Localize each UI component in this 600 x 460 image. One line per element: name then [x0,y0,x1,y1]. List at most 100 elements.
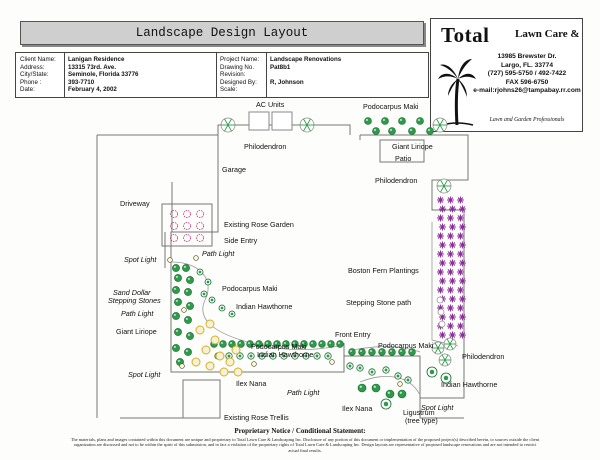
shrub-symbol [385,389,395,399]
fern-symbol [458,259,466,267]
fern-symbol [448,223,456,231]
label-stepping-stone-path: Stepping Stone path [346,298,412,307]
fern-symbol [448,241,456,249]
shrub-symbol [264,340,272,348]
rose-symbol [196,234,204,242]
divider [64,53,65,97]
designer: R, Johnson [270,78,304,86]
shrub-symbol [291,340,299,348]
shrub-symbol [426,127,434,135]
fern-symbol [446,214,454,222]
company-fax: FAX 596-6750 [505,78,549,86]
fern-symbol [456,232,464,240]
label-date: Date: [20,86,35,94]
project-labels: Project Name: Drawing No. Revision: Desi… [220,56,259,94]
notice-text: The materials, plans and images containe… [70,437,540,453]
rose-symbol [170,234,178,242]
shrub-symbol [408,348,416,356]
philodendron-symbol [436,178,452,194]
fern-symbol [456,304,464,312]
philodendron-symbol [431,341,445,355]
light-symbol [397,381,403,387]
drawing-number: Pat8b1 [270,63,291,71]
notice-title: Proprietary Notice / Conditional Stateme… [234,427,366,435]
house-outline [96,124,469,419]
label-existing-rose-trellis: Existing Rose Trellis [224,413,289,422]
shrub-symbol [381,117,389,125]
shrub-symbol [186,276,194,284]
label-ligustrum-2: (tree type) [405,416,438,425]
hawthorne-shrub-symbol [247,352,255,360]
label-giant-liriope-left: Giant Liriope [116,327,157,336]
label-designed-by: Designed By: [220,78,257,86]
client-address: 13315 73rd. Ave. [68,63,117,71]
company-tagline: Lawn and Garden Professionals [489,117,565,123]
label-philodendron-low: Philodendron [462,352,505,361]
label-client-name: Client Name: [20,56,56,63]
stepping-stone-symbol [195,325,205,335]
rose-group [170,210,204,242]
stepping-stone-symbol [219,367,229,377]
hawthorne-shrub-symbol [280,352,288,360]
shrub-symbol [186,302,194,310]
company-name-big: Total [441,23,490,47]
stepping-stone-symbol [201,345,211,355]
shrub-symbol [336,340,344,348]
shrub-symbol [364,117,372,125]
shrub-symbol [255,340,263,348]
shrub-symbol [174,298,182,306]
ac-units [248,111,293,131]
hawthorne-shrub-symbol [302,352,310,360]
rose-symbol [170,222,178,230]
drawing-title: Landscape Design Layout [20,21,424,45]
fern-symbol [456,322,464,330]
hawthorne-shrub-symbol [346,362,354,370]
hawthorne-shrub-symbol [380,398,392,410]
company-city: Largo, FL. 33774 [500,61,554,69]
fern-symbol [448,331,456,339]
shrub-symbol [184,288,192,296]
stepping-stones [191,296,446,377]
shrub-symbol [327,340,335,348]
shrub-symbol [416,117,424,125]
fern-symbol [448,205,456,213]
label-indian-hawthorne-mid: Indian Hawthorne [236,302,293,311]
shrub-symbol [273,340,281,348]
fern-symbol [448,295,456,303]
label-city-state: City/State: [20,71,49,79]
stepping-stone-symbol [438,320,446,328]
rose-symbol [170,210,178,218]
label-project-name: Project Name: [220,56,260,63]
shrub-symbol [357,383,367,393]
shrub-symbol [246,340,254,348]
stepping-stone-symbol [437,308,445,316]
company-phone: (727) 595-5750 / 492-7422 [487,70,567,78]
philodendron-symbol [443,337,457,351]
fern-symbol [448,259,456,267]
fern-symbol [456,214,464,222]
company-email[interactable]: e-mail:rjohns26@tampabay.rr.com [473,87,581,95]
fern-symbol [438,259,446,267]
shrub-symbol [371,383,381,393]
existing-rose-garden [161,203,213,247]
client-phone: 393-7710 [68,78,95,86]
light-symbol [181,307,187,313]
fern-symbol [436,196,444,204]
title-block: Client Name: Address: City/State: Phone … [15,52,429,98]
hawthorne-shrub-symbol [228,310,236,318]
light-symbol [179,363,185,369]
divider [216,53,217,97]
company-name-small: Lawn Care & [515,28,580,40]
label-driveway: Driveway [120,199,150,208]
label-spot-light-3: Spot Light [421,403,454,412]
label-front-entry: Front Entry [335,330,371,339]
shrub-symbol [237,340,245,348]
philodendron-symbol [220,117,236,133]
label-side-entry: Side Entry [224,236,258,245]
stepping-stone-symbol [210,335,220,345]
label-drawing-no: Drawing No. [220,63,255,71]
label-scale: Scale: [220,86,238,94]
label-path-light-2: Path Light [121,309,154,318]
label-indian-hawthorne-right: Indian Hawthorne [441,380,498,389]
label-patio: Patio [395,154,412,163]
